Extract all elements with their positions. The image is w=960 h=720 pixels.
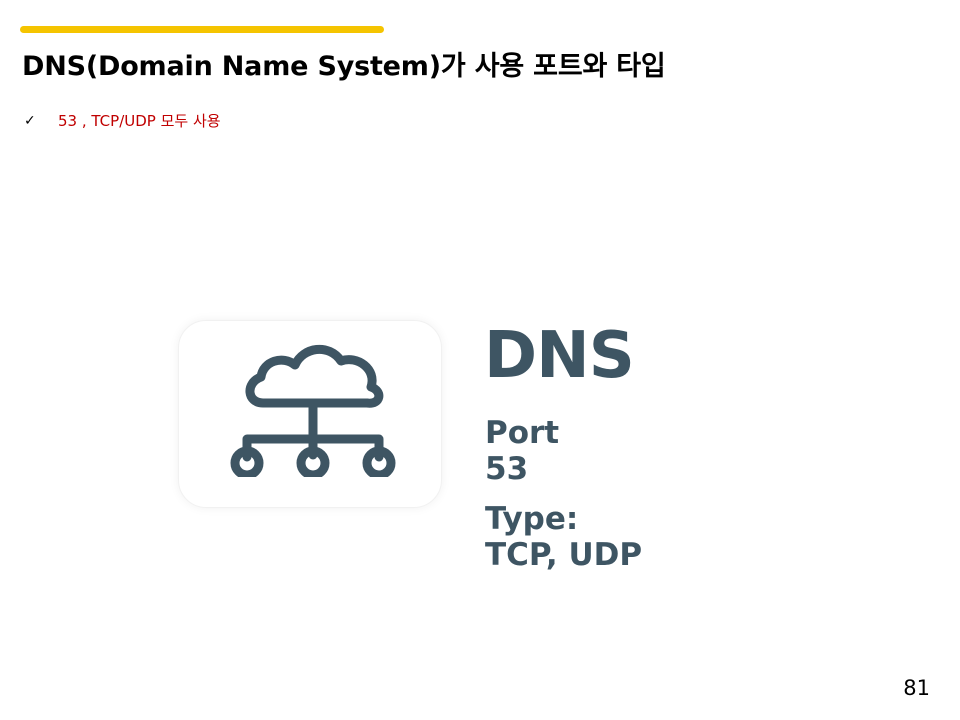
type-label: Type: [485, 501, 579, 537]
cloud-network-icon [230, 344, 396, 477]
bullet-item: ✓ 53 , TCP/UDP 모두 사용 [24, 110, 221, 131]
port-label: Port [485, 415, 560, 451]
dns-heading: DNS [484, 319, 635, 393]
accent-bar [20, 26, 384, 33]
icon-card [178, 320, 442, 508]
page-number: 81 [903, 676, 930, 700]
checkmark-icon: ✓ [24, 112, 36, 129]
slide-title: DNS(Domain Name System)가 사용 포트와 타입 [22, 51, 666, 82]
dns-illustration: DNS Port 53 Type: TCP, UDP [178, 318, 698, 578]
type-value: TCP, UDP [485, 537, 643, 573]
port-value: 53 [485, 451, 529, 487]
bullet-text: 53 , TCP/UDP 모두 사용 [58, 112, 221, 130]
